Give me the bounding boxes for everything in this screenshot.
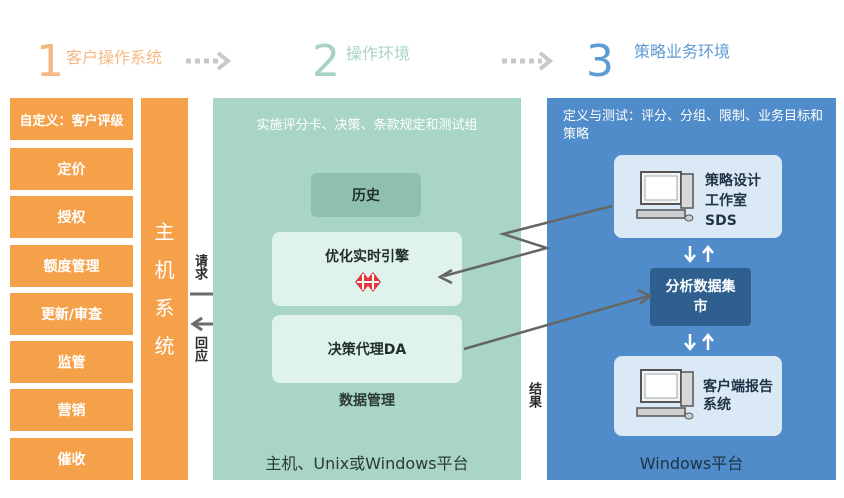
- computer-icon: [636, 369, 694, 420]
- engine-logo-icon: [355, 272, 381, 292]
- dotted-arrow-icon: [186, 51, 232, 71]
- realtime-engine-label: 优化实时引擎: [325, 249, 409, 265]
- step-1-number: 1: [36, 36, 64, 87]
- green-platform-label: 主机、Unix或Windows平台: [265, 454, 469, 473]
- realtime-engine-box: 优化实时引擎: [272, 232, 462, 306]
- host-system-char: 系: [154, 296, 175, 320]
- client-report-label: 客户端报告系统: [703, 379, 773, 413]
- menu-item-custom-rating: 自定义：客户评级: [10, 98, 133, 140]
- datamart-arrowhead: [637, 288, 653, 305]
- menu-item-marketing: 营销: [10, 389, 133, 431]
- result-label: 结果: [526, 382, 541, 408]
- host-system-char: 机: [154, 258, 175, 282]
- strategy-environment-panel: 定义与测试：评分、分组、限制、业务目标和策略 策略设计工作室SDS 分析数据集市…: [547, 98, 836, 480]
- menu-item-renewal-review: 更新/审查: [10, 293, 133, 335]
- decision-agent-box: 决策代理DA: [272, 315, 462, 383]
- menu-item-monitoring: 监管: [10, 341, 133, 383]
- menu-item-credit-limit: 额度管理: [10, 245, 133, 287]
- blue-platform-label: Windows平台: [639, 454, 744, 473]
- operating-environment-panel: 实施评分卡、决策、条款规定和测试组 历史 优化实时引擎 决策代理DA 数据管理 …: [213, 98, 521, 480]
- sds-label: 策略设计工作室SDS: [705, 173, 761, 229]
- response-label: 回应: [192, 336, 207, 362]
- request-label: 请求: [192, 254, 207, 280]
- computer-icon: [636, 171, 694, 222]
- step-1-title: 客户操作系统: [66, 48, 163, 67]
- menu-item-pricing: 定价: [10, 148, 133, 190]
- step-3-title: 策略业务环境: [634, 42, 731, 61]
- menu-item-authorization: 授权: [10, 196, 133, 238]
- dotted-arrow-icon: [502, 51, 554, 71]
- step-2-title: 操作环境: [346, 44, 411, 63]
- host-system-char: 统: [154, 334, 175, 358]
- host-system-char: 主: [154, 220, 175, 244]
- menu-item-collection: 催收: [10, 438, 133, 480]
- green-panel-heading: 实施评分卡、决策、条款规定和测试组: [256, 118, 478, 133]
- blue-panel-heading: 定义与测试：评分、分组、限制、业务目标和策略: [563, 109, 824, 142]
- host-system-column: 主 机 系 统: [141, 98, 188, 480]
- analysis-datamart-box: 分析数据集市: [650, 268, 751, 326]
- engine-arrowhead: [437, 268, 453, 285]
- agent-to-datamart-line: [463, 294, 649, 351]
- step-2-number: 2: [312, 36, 340, 87]
- up-down-arrows-icon: [684, 333, 714, 351]
- step-3-number: 3: [586, 36, 614, 87]
- sds-to-engine-line: [443, 204, 613, 278]
- history-box: 历史: [311, 173, 421, 217]
- up-down-arrows-icon: [684, 245, 714, 263]
- data-management-label: 数据管理: [339, 393, 395, 409]
